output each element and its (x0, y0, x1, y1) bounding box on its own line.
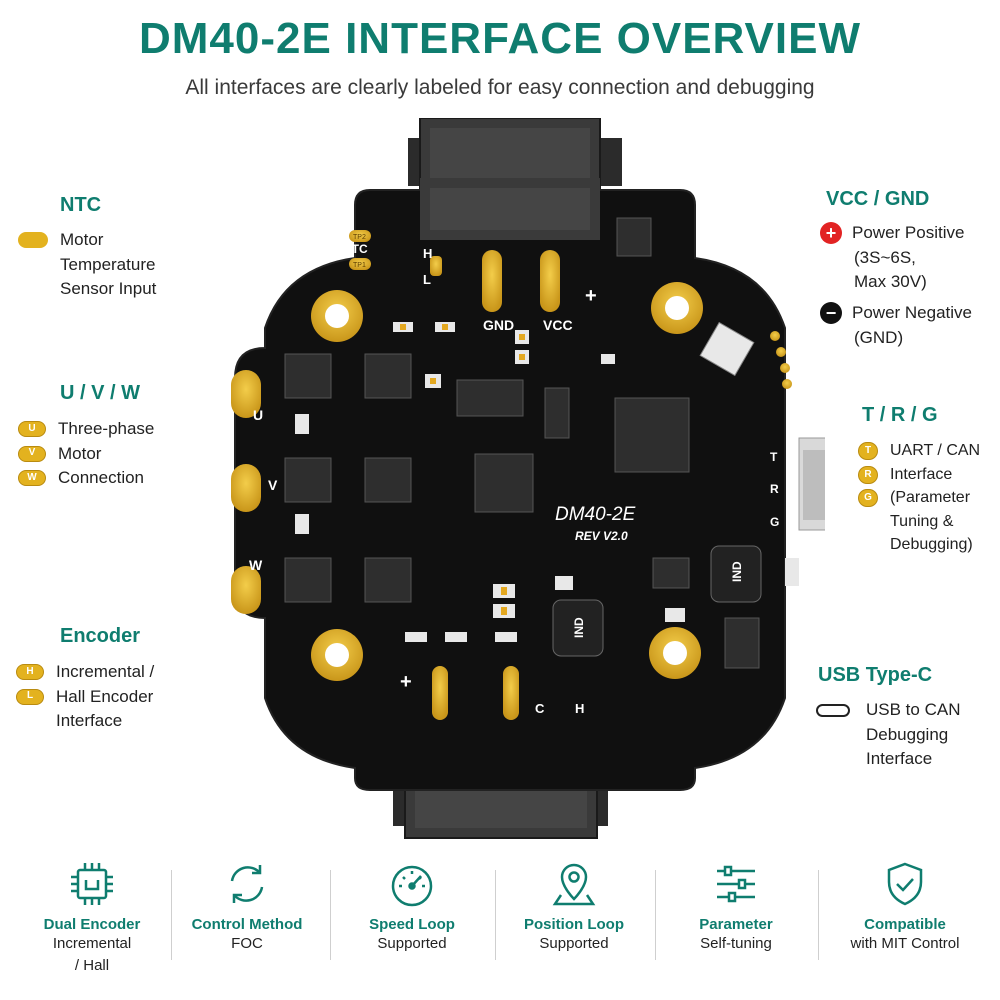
minus-circle-icon: − (820, 302, 842, 324)
plus-circle-icon: + (820, 222, 842, 244)
feature-dual-encoder: Dual Encoder Incremental / Hall (17, 858, 167, 977)
usb-description: USB to CAN Debugging Interface (816, 698, 960, 772)
u-badge-icon: U (18, 421, 46, 437)
usb-heading: USB Type-C (818, 664, 933, 686)
t-badge-icon: T (858, 442, 878, 460)
page-subtitle: All interfaces are clearly labeled for e… (185, 76, 815, 99)
label-gnd: GND (483, 317, 514, 333)
board-revision-text: REV V2.0 (575, 529, 628, 543)
label-bottom-c: C (535, 701, 545, 716)
uvw-heading: U / V / W (60, 382, 140, 404)
power-negative-description: −Power Negative (GND) (820, 301, 972, 350)
ic-components (284, 217, 760, 669)
v-badge-icon: V (18, 445, 46, 462)
cycle-arrows-icon (172, 858, 322, 910)
label-l: L (423, 272, 431, 287)
power-positive-description: +Power Positive (3S~6S, Max 30V) (820, 221, 964, 295)
location-pin-icon (499, 858, 649, 910)
pad-label-w: W (249, 557, 263, 573)
label-ind-1: IND (572, 617, 586, 638)
mounting-holes (311, 282, 703, 681)
h-badge-icon: H (16, 664, 44, 680)
label-bottom-plus: + (400, 671, 412, 693)
label-ind-2: IND (730, 561, 744, 582)
label-tp2: TP2 (353, 234, 366, 241)
pcb-board-illustration: U V W GND VCC + H L NTC TP2 TP1 + H C (231, 118, 825, 839)
label-r: R (770, 482, 779, 496)
trg-connector (798, 437, 825, 531)
feature-compatible: Compatible with MIT Control (822, 858, 988, 955)
label-g: G (770, 515, 779, 529)
chip-icon (17, 858, 167, 910)
power-pins (430, 250, 560, 312)
trg-heading: T / R / G (862, 404, 938, 426)
board-model-text: DM40-2E (555, 504, 636, 525)
ntc-heading: NTC (60, 194, 102, 216)
shield-check-icon (822, 858, 988, 910)
page-title: DM40-2E INTERFACE OVERVIEW (139, 14, 861, 63)
encoder-pins (432, 666, 519, 720)
label-bottom-h: H (575, 701, 584, 716)
feature-position-loop: Position Loop Supported (499, 858, 649, 955)
label-plus: + (585, 285, 597, 307)
w-badge-icon: W (18, 470, 46, 486)
power-heading: VCC / GND (826, 188, 930, 210)
g-badge-icon: G (858, 489, 878, 507)
l-badge-icon: L (16, 688, 44, 705)
speedometer-icon (337, 858, 487, 910)
feature-control-method: Control Method FOC (172, 858, 322, 955)
feature-parameter: Parameter Self-tuning (661, 858, 811, 955)
ntc-pad-icon (18, 232, 48, 248)
ntc-description: Motor Temperature Sensor Input (18, 228, 156, 302)
usb-c-port-icon (816, 704, 850, 717)
feature-speed-loop: Speed Loop Supported (337, 858, 487, 955)
label-vcc: VCC (543, 317, 573, 333)
label-tp1: TP1 (353, 262, 366, 269)
inductors (552, 545, 762, 657)
pad-label-u: U (253, 407, 263, 423)
pad-label-v: V (268, 477, 278, 493)
r-badge-icon: R (858, 465, 878, 484)
encoder-heading: Encoder (60, 625, 141, 647)
uvw-pads (231, 370, 261, 614)
sliders-icon (661, 858, 811, 910)
label-ntc: NTC (343, 242, 368, 256)
label-h: H (423, 246, 432, 261)
label-t: T (770, 450, 778, 464)
